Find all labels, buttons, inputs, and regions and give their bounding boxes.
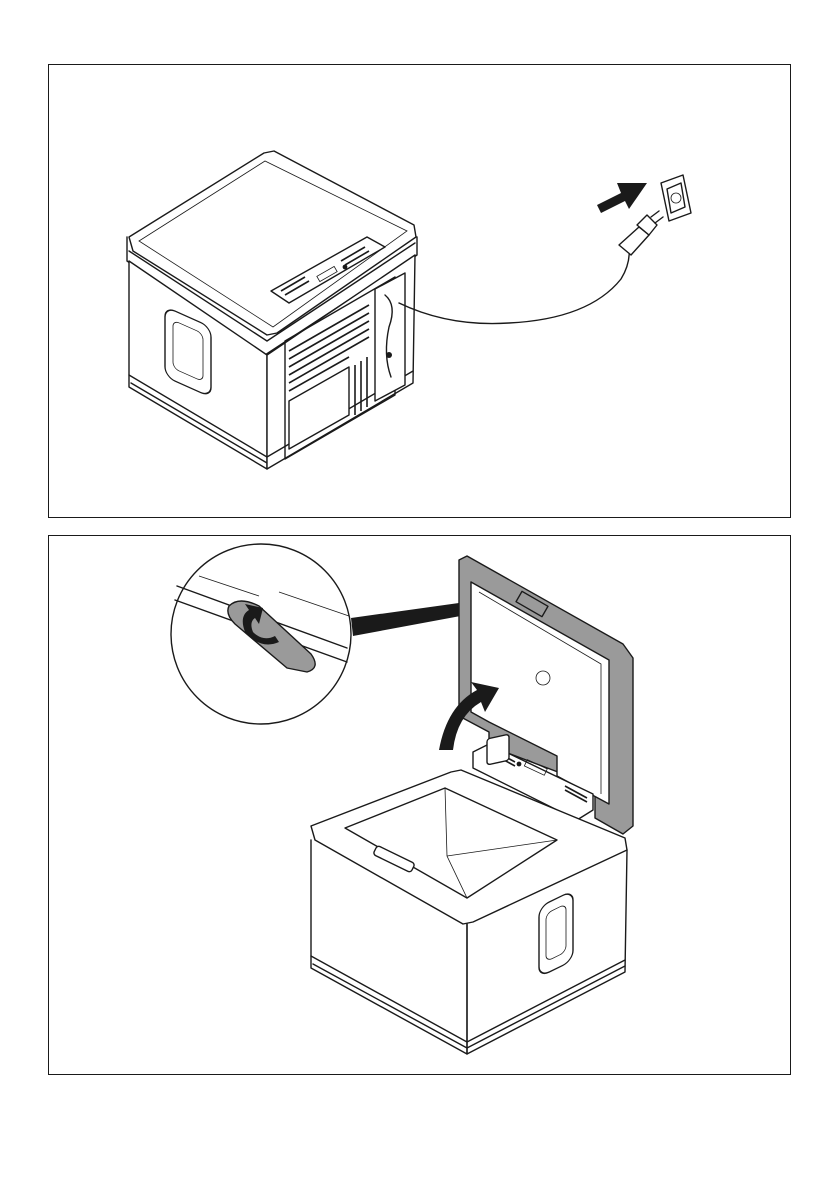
figure-panel-1	[48, 64, 791, 518]
cooler-connection-illustration	[49, 65, 790, 517]
wall-socket-icon	[661, 175, 691, 221]
insert-arrow-icon	[597, 183, 647, 213]
power-plug-icon	[619, 211, 663, 255]
power-cable	[399, 245, 629, 324]
figure-panel-2	[48, 535, 791, 1075]
cooler-opening-illustration	[49, 536, 790, 1074]
cooler-box	[127, 151, 417, 469]
